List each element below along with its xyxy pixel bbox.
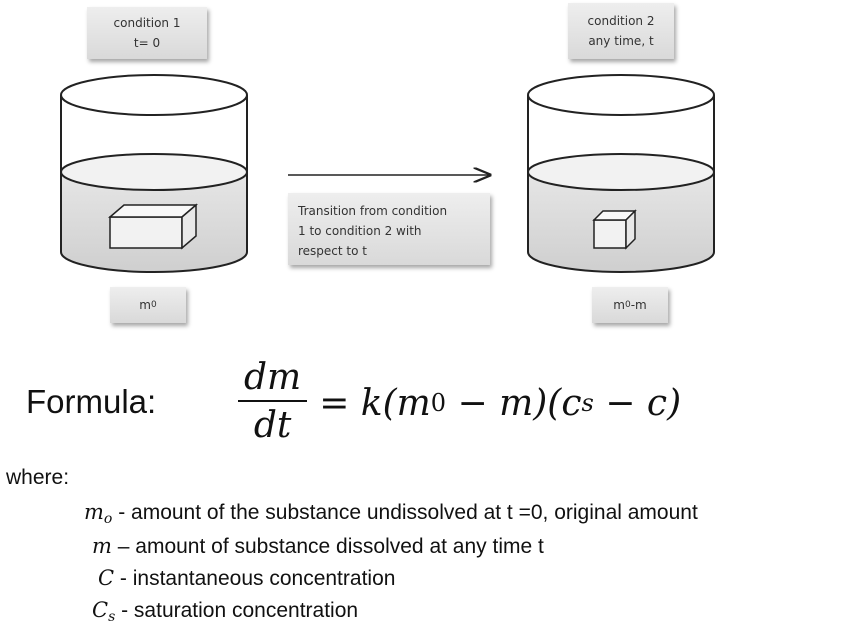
transition-box: Transition from condition 1 to condition… xyxy=(288,193,490,265)
formula-numerator: dm xyxy=(244,357,302,398)
formula-label: Formula: xyxy=(26,383,157,420)
definition-text: – amount of substance dissolved at any t… xyxy=(111,535,544,558)
formula-m0-sub: 0 xyxy=(430,389,447,417)
formula-cs-base: c xyxy=(561,382,582,424)
condition-2-title: condition 2 xyxy=(587,14,655,28)
definition-symbol: Cs xyxy=(92,598,116,625)
definition-m0: mo - amount of the substance undissolved… xyxy=(84,500,698,527)
formula-denominator: dt xyxy=(253,405,292,446)
transition-line-2: 1 to condition 2 with xyxy=(298,224,422,238)
mass-right-base: m xyxy=(613,298,625,312)
condition-2-box: condition 2 any time, t xyxy=(568,3,674,59)
transition-line-3: respect to t xyxy=(298,244,367,258)
condition-2-time: any time, t xyxy=(588,34,654,48)
mass-right-sub: 0 xyxy=(624,300,631,310)
formula-minus-c: − c) xyxy=(593,382,682,424)
fraction-bar xyxy=(238,400,308,402)
definition-symbol: mo xyxy=(84,500,113,527)
formula-m0-base: m xyxy=(396,382,431,424)
liquid-surface-right xyxy=(527,153,715,191)
formula-cs-sub: s xyxy=(581,389,594,417)
where-label: where: xyxy=(6,466,70,489)
definition-symbol: m xyxy=(92,534,112,558)
mass-right-tail: -m xyxy=(630,298,647,312)
beaker-right xyxy=(527,74,715,273)
definition-c: C - instantaneous concentration xyxy=(98,566,395,593)
solid-block-small xyxy=(592,209,637,250)
formula-fraction: dm dt xyxy=(238,356,308,450)
dissolution-diagram xyxy=(60,74,715,273)
formula-minus-m: − m)( xyxy=(446,382,562,424)
solid-block-large xyxy=(107,203,199,250)
mass-left-base: m xyxy=(139,298,151,312)
condition-1-title: condition 1 xyxy=(113,16,181,30)
definition-text: - saturation concentration xyxy=(115,599,359,622)
definition-text: - instantaneous concentration xyxy=(114,567,396,590)
definition-m: m – amount of substance dissolved at any… xyxy=(92,534,544,561)
definition-symbol: C xyxy=(98,566,115,590)
definition-cs: Cs - saturation concentration xyxy=(92,598,358,625)
liquid-surface-left xyxy=(60,153,248,191)
definition-text: - amount of the substance undissolved at… xyxy=(112,501,698,524)
condition-1-time: t= 0 xyxy=(133,36,161,50)
formula-eq: = k( xyxy=(319,382,397,424)
mass-left-sub: 0 xyxy=(150,300,157,310)
transition-line-1: Transition from condition xyxy=(298,204,448,218)
condition-1-box: condition 1 t= 0 xyxy=(87,7,207,59)
